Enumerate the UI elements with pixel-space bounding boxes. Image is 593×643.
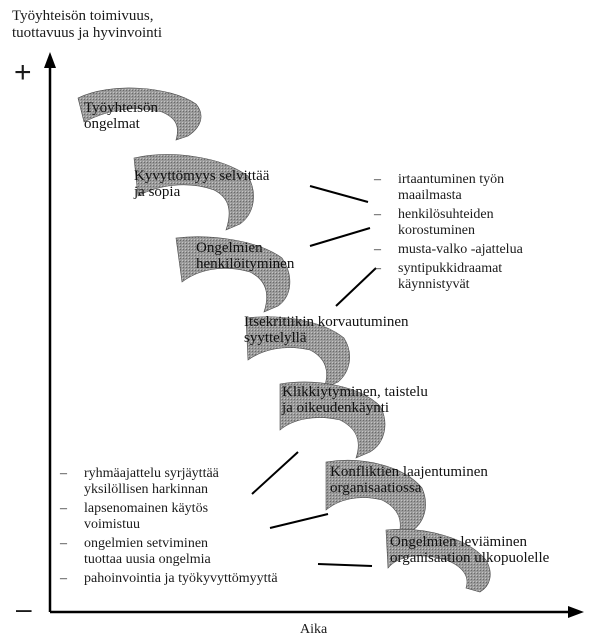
right-list-item: henkilösuhteiden korostuminen	[372, 207, 572, 239]
left-list-item: pahoinvointia ja työkyvyttömyyttä	[58, 571, 318, 587]
stage-label-5: Klikkiytyminen, taistelu ja oikeudenkäyn…	[282, 384, 428, 416]
left-list-item: ongelmien setviminen tuottaa uusia ongel…	[58, 536, 318, 568]
y-axis-title: Työyhteisön toimivuus, tuottavuus ja hyv…	[12, 8, 162, 42]
stage-label-4: Itsekritiikin korvautuminen syyttelyllä	[244, 314, 409, 346]
y-axis-minus-sign: –	[16, 595, 32, 623]
x-axis-arrowhead	[568, 606, 584, 618]
connector-1	[310, 186, 368, 202]
x-axis-label: Aika	[300, 622, 327, 638]
y-axis-arrowhead	[44, 52, 56, 68]
left-list-item: ryhmäajattelu syrjäyttää yksilöllisen ha…	[58, 466, 318, 498]
stage-label-1: Työyhteisön ongelmat	[84, 100, 158, 132]
connector-2	[310, 228, 370, 246]
left-list-item: lapsenomainen käytös voimistuu	[58, 501, 318, 533]
y-axis-plus-sign: +	[14, 58, 32, 88]
left-bullet-list: ryhmäajattelu syrjäyttää yksilöllisen ha…	[58, 466, 318, 590]
right-list-item: musta-valko -ajattelua	[372, 242, 572, 258]
right-list-item: syntipukkidraamat käynnistyvät	[372, 261, 572, 293]
connector-3	[336, 268, 376, 306]
connector-6	[318, 564, 372, 566]
stage-label-7: Ongelmien leviäminen organisaation ulkop…	[390, 534, 549, 566]
right-list-item: irtaantuminen työn maailmasta	[372, 172, 572, 204]
stage-label-2: Kyvyttömyys selvittää ja sopia	[134, 168, 269, 200]
stage-label-3: Ongelmien henkilöityminen	[196, 240, 294, 272]
right-bullet-list: irtaantuminen työn maailmasta henkilösuh…	[372, 172, 572, 296]
stage-label-6: Konfliktien laajentuminen organisaatioss…	[330, 464, 488, 496]
